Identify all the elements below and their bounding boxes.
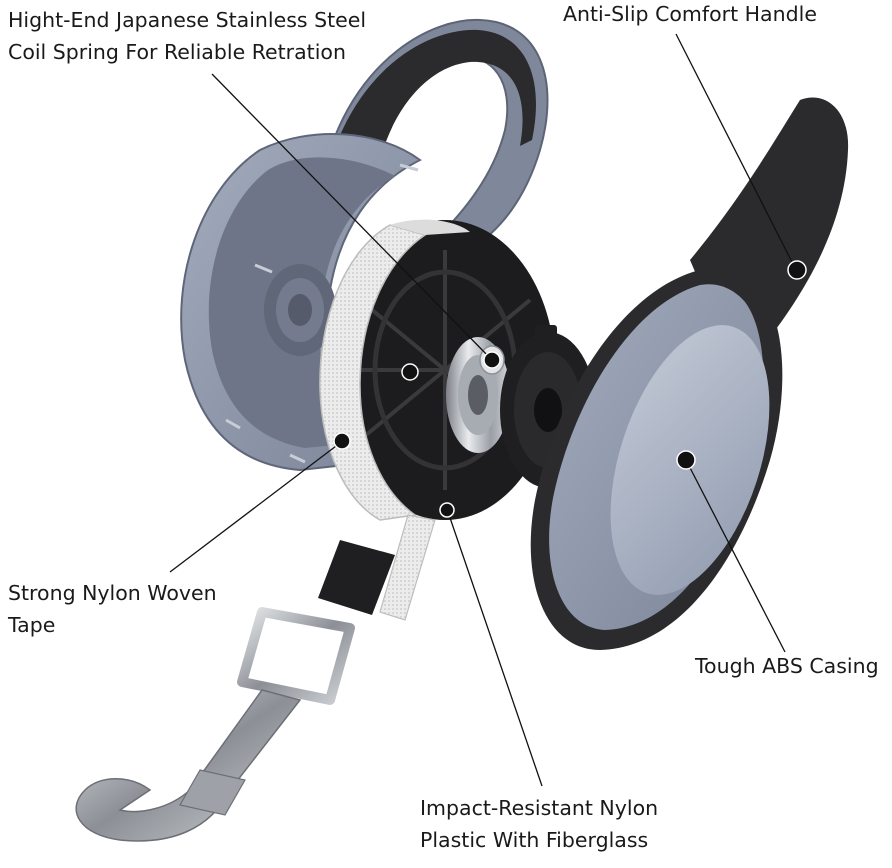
left-handle-grip	[338, 29, 536, 160]
leader-lines	[169, 33, 796, 787]
dot-spring	[483, 351, 501, 369]
leash-clip-assembly	[75, 514, 436, 842]
callout-dots	[333, 260, 807, 518]
leader-plastic	[447, 511, 543, 787]
callout-plastic-line-2: Plastic With Fiberglass	[420, 828, 649, 852]
callout-handle: Anti-Slip Comfort Handle	[563, 0, 817, 30]
callout-casing-line-1: Tough ABS Casing	[695, 654, 879, 678]
dot-plastic	[439, 502, 455, 518]
dot-tape	[333, 432, 351, 450]
callout-spring-line-2: Coil Spring For Reliable Retration	[8, 40, 346, 64]
callout-spring: Hight-End Japanese Stainless Steel Coil …	[8, 4, 366, 68]
dot-handle	[787, 260, 807, 280]
callout-spring-line-1: Hight-End Japanese Stainless Steel	[8, 8, 367, 32]
leader-spring	[211, 73, 493, 361]
leader-handle	[675, 33, 796, 269]
callout-tape-line-2: Tape	[8, 613, 56, 637]
dot-reel	[401, 363, 419, 381]
leader-tape	[169, 442, 341, 573]
left-casing-boss	[264, 264, 336, 356]
left-casing-half	[180, 18, 549, 472]
callout-plastic: Impact-Resistant Nylon Plastic With Fibe…	[420, 792, 658, 856]
callout-casing: Tough ABS Casing	[695, 650, 879, 682]
callout-tape-line-1: Strong Nylon Woven	[8, 581, 217, 605]
coil-spring	[446, 337, 510, 453]
callout-plastic-line-1: Impact-Resistant Nylon	[420, 796, 659, 820]
callout-tape: Strong Nylon Woven Tape	[8, 577, 217, 641]
callout-handle-line-1: Anti-Slip Comfort Handle	[563, 2, 817, 26]
dot-casing	[676, 450, 696, 470]
leader-casing	[685, 459, 786, 653]
right-casing-half	[530, 97, 849, 650]
snap-hook	[75, 689, 302, 842]
tape-stopper	[318, 540, 395, 615]
swivel-ring	[237, 607, 355, 705]
